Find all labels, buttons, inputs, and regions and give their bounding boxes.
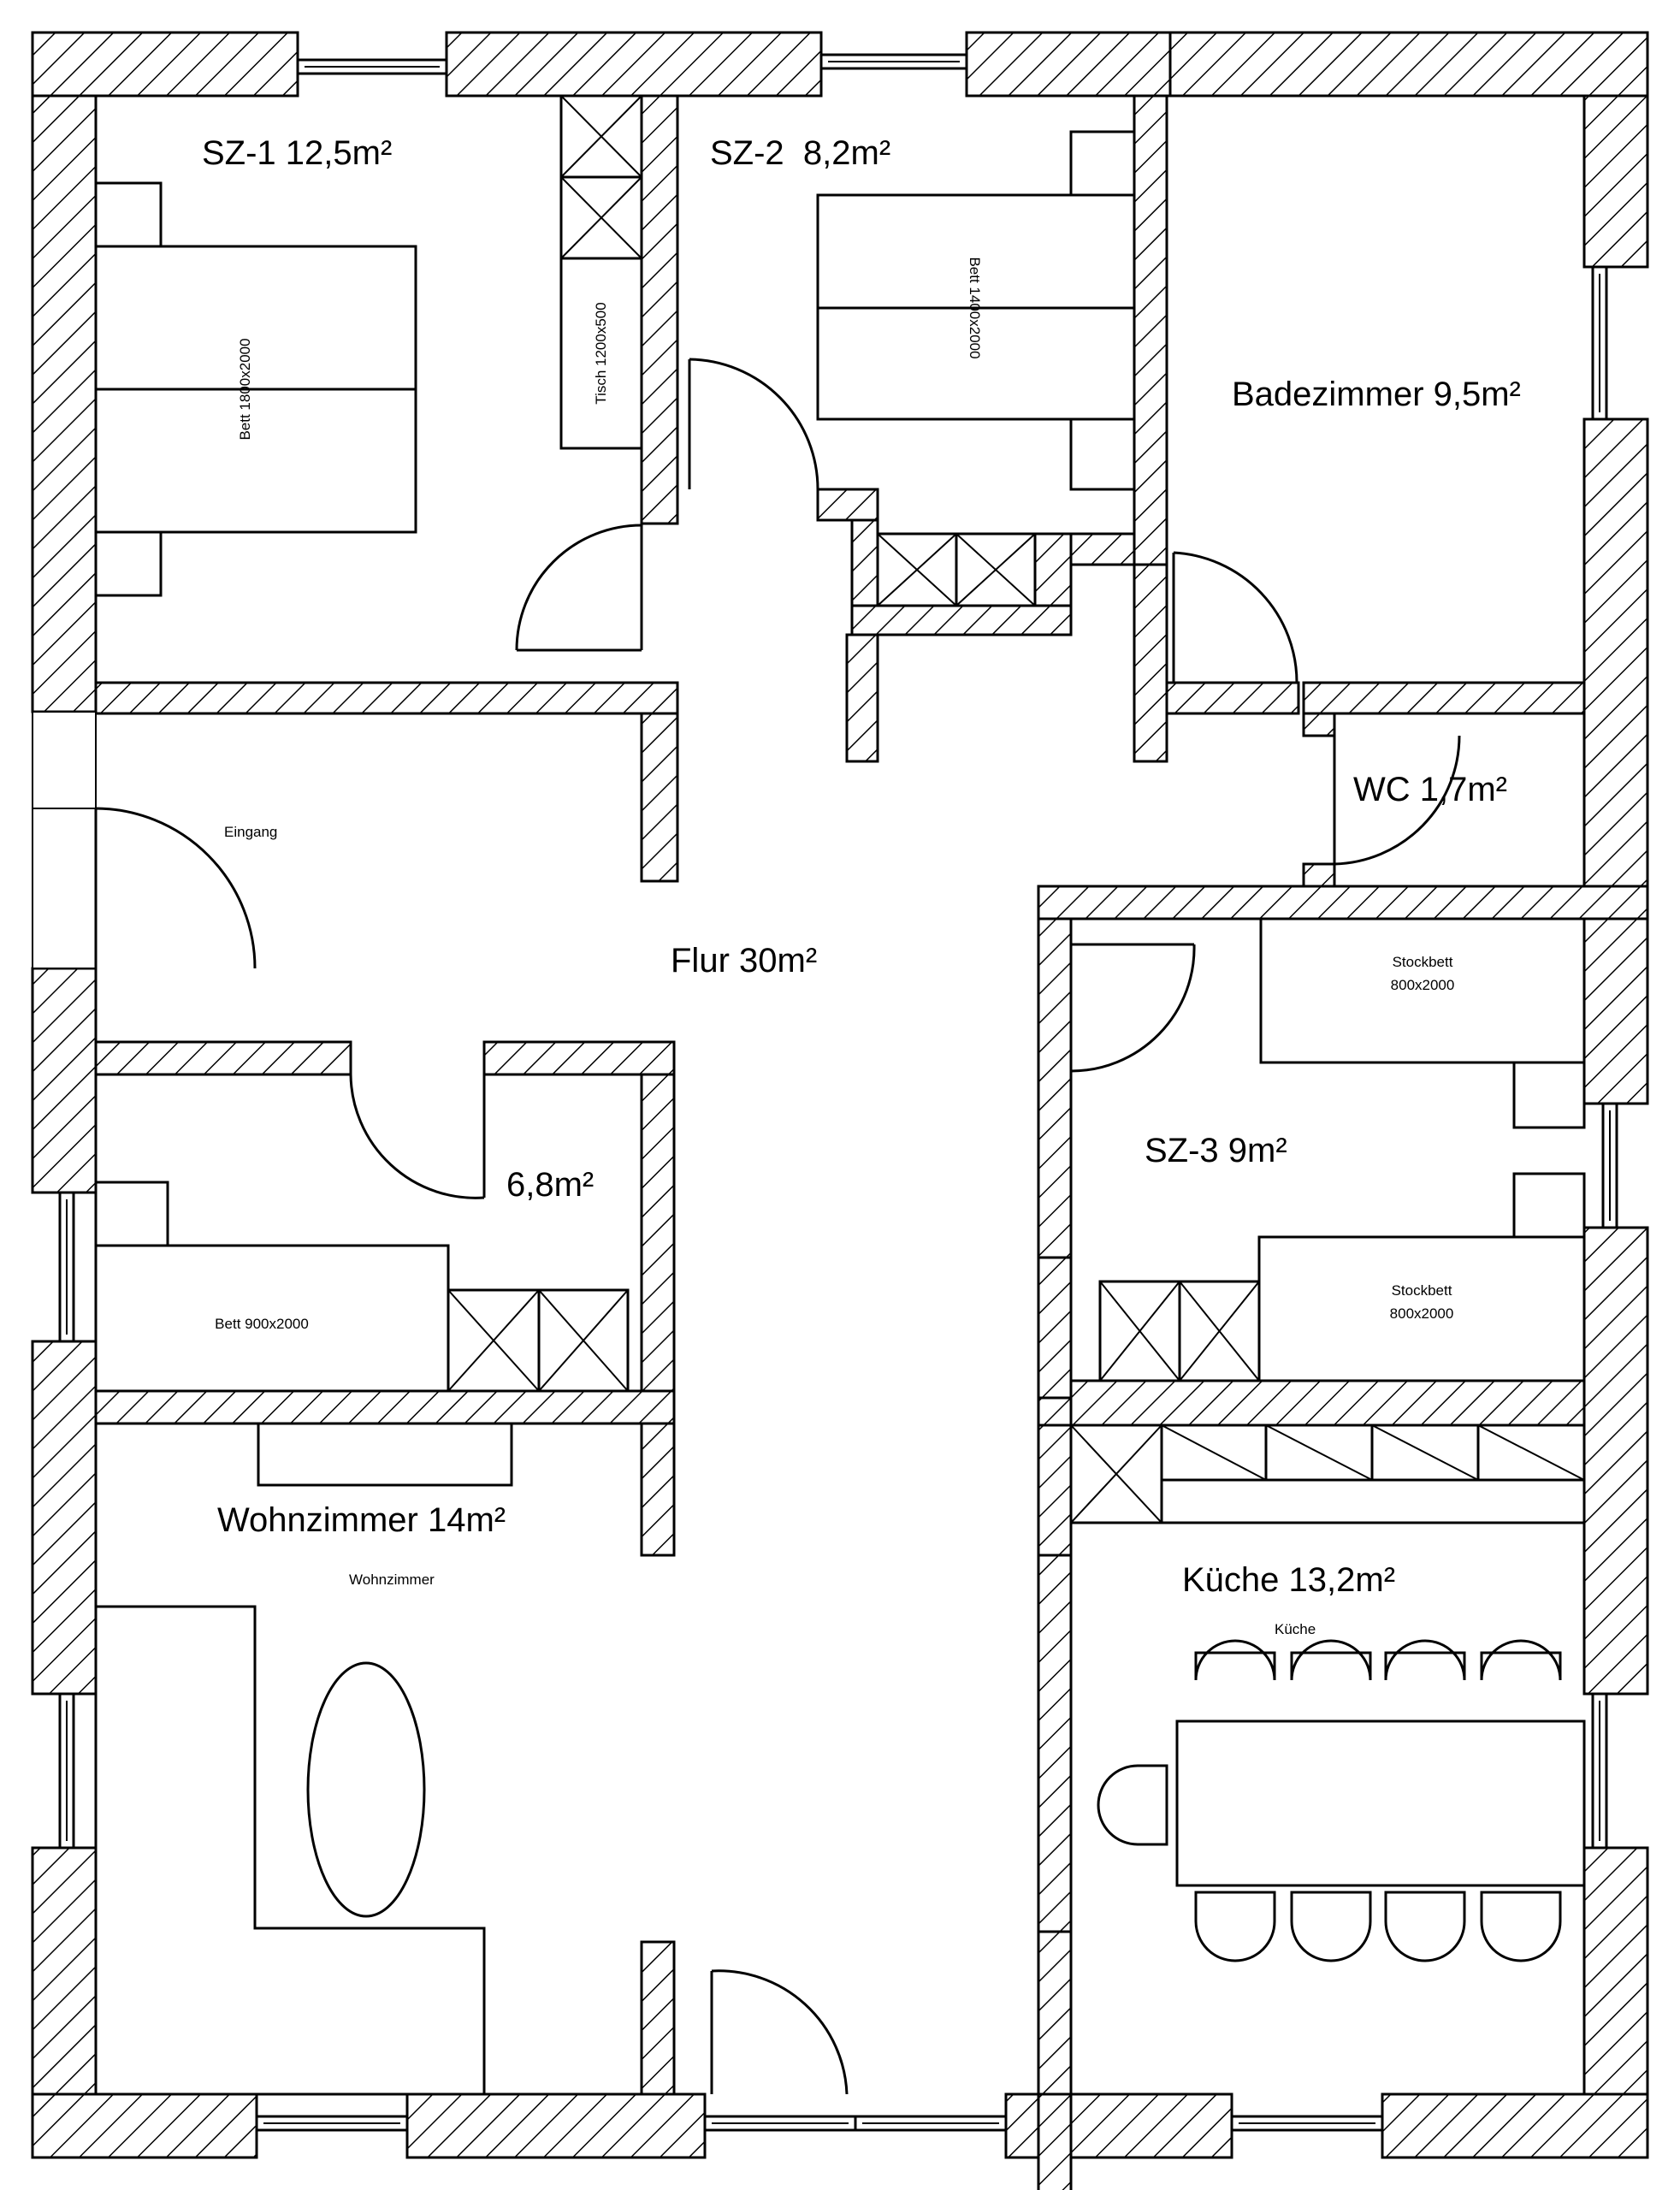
window-bottom-flur [703, 2115, 1008, 2132]
bunkbed-1: Stockbett 800x2000 [1259, 917, 1586, 1129]
closet-sz2 [876, 532, 1037, 607]
closet-kind [447, 1288, 630, 1393]
window-left-wohn [58, 1692, 75, 1850]
dining-set [1097, 1639, 1586, 1962]
bed-sz1-label: Bett 1800x2000 [237, 338, 253, 440]
bed-sz2: Bett 1400x2000 [816, 130, 1136, 491]
eingang-label: Eingang [224, 824, 277, 840]
kitchen-counter [1069, 1424, 1586, 1524]
window-right-bad [1591, 265, 1608, 421]
windows [58, 53, 1618, 2132]
window-right-kueche [1591, 1692, 1608, 1850]
door-bottom [710, 1969, 849, 2095]
window-bottom-wohn [255, 2115, 409, 2132]
door-bad [1172, 551, 1298, 684]
window-top-sz2 [819, 53, 968, 70]
room-label-wohn: Wohnzimmer 14m² [217, 1501, 506, 1539]
room-label-wc: WC 1,7m² [1353, 771, 1507, 808]
closet-sz3 [1098, 1280, 1261, 1382]
sofa [94, 1605, 486, 2096]
window-bottom-kueche [1230, 2115, 1384, 2132]
tisch-sz1: Tisch 1200x500 [559, 257, 643, 450]
room-label-kueche: Küche 13,2m² [1182, 1561, 1395, 1599]
window-right-sz3 [1601, 1102, 1618, 1229]
door-sz1 [515, 524, 643, 652]
coffee-table [306, 1661, 426, 1918]
room-label-sz1: SZ-1 12,5m² [202, 134, 392, 172]
interior-walls [94, 94, 1649, 2190]
entrance-opening [32, 711, 97, 969]
wohn-small-label: Wohnzimmer [349, 1571, 435, 1588]
bunkbed-1-label-a: Stockbett [1393, 954, 1453, 970]
door-kind [349, 1074, 486, 1199]
doors [94, 358, 1461, 2095]
bunkbed-1-label-b: 800x2000 [1391, 977, 1455, 993]
closet-sz1 [559, 94, 643, 260]
bunkbed-2-label-a: Stockbett [1392, 1282, 1452, 1299]
room-label-sz2: SZ-2 8,2m² [710, 134, 890, 172]
window-top-sz1 [296, 58, 448, 75]
furniture: Bett 1800x2000 Tisch 1200x500 Bett 1400x… [94, 94, 1586, 2096]
bed-kind-label: Bett 900x2000 [215, 1316, 309, 1332]
window-left-kind [58, 1191, 75, 1343]
room-label-bad: Badezimmer 9,5m² [1232, 376, 1521, 413]
room-label-kind: 6,8m² [506, 1166, 594, 1204]
bunkbed-2-label-b: 800x2000 [1390, 1305, 1454, 1322]
room-label-sz3: SZ-3 9m² [1145, 1132, 1287, 1169]
tv-board [257, 1422, 513, 1487]
door-eingang [94, 807, 257, 969]
door-sz2 [688, 358, 819, 490]
room-label-flur: Flur 30m² [671, 942, 817, 980]
tisch-label: Tisch 1200x500 [593, 302, 609, 404]
room-labels: SZ-1 12,5m² SZ-2 8,2m² Badezimmer 9,5m² … [202, 134, 1521, 1637]
bunkbed-2: Stockbett 800x2000 [1257, 1172, 1586, 1382]
door-sz3 [1070, 943, 1196, 1073]
bed-kind: Bett 900x2000 [94, 1181, 450, 1393]
door-wc [1333, 735, 1461, 866]
kueche-small-label: Küche [1275, 1621, 1316, 1637]
bed-sz1: Bett 1800x2000 [94, 181, 417, 597]
bed-sz2-label: Bett 1400x2000 [967, 257, 983, 358]
